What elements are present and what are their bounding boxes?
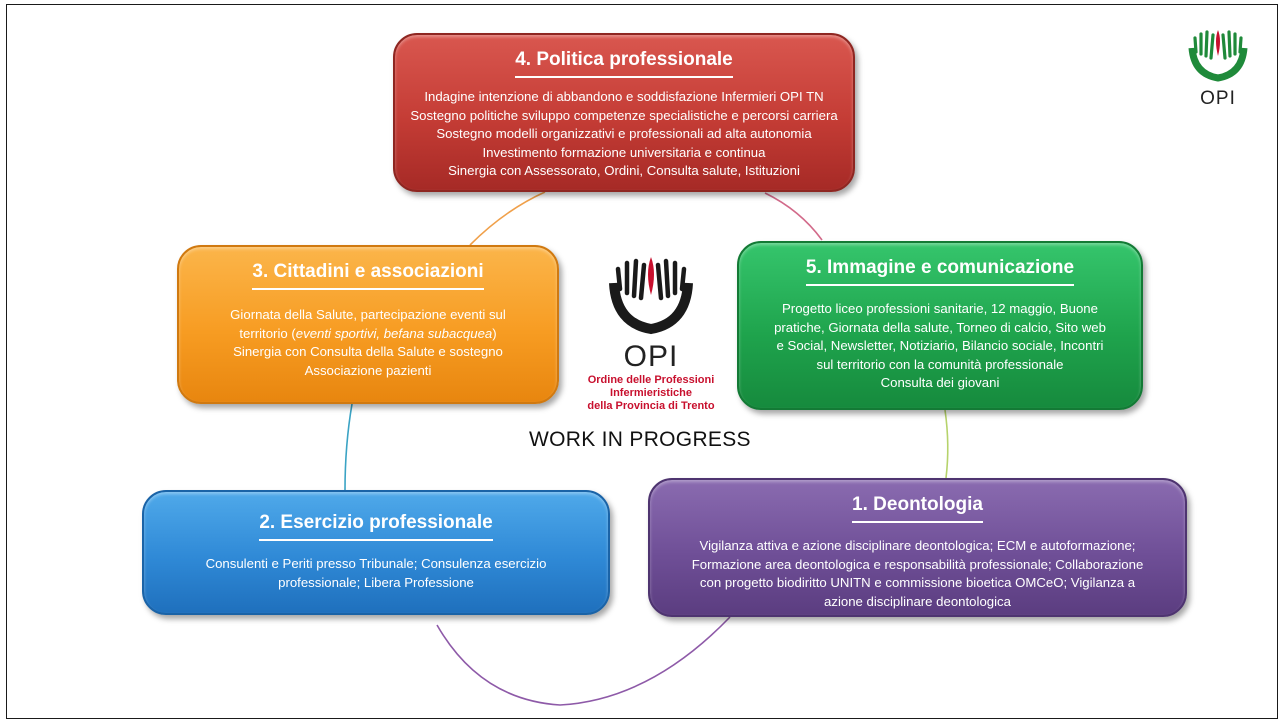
box-line: Vigilanza attiva e azione disciplinare d…: [699, 538, 1136, 553]
box-line: Sostegno modelli organizzativi e profess…: [436, 126, 812, 141]
box-line: e Social, Newsletter, Notiziario, Bilanc…: [776, 338, 1104, 353]
box-line: con progetto biodiritto UNITN e commissi…: [699, 575, 1136, 590]
logo-caption-line: Infermieristiche: [610, 387, 692, 399]
box-line: Indagine intenzione di abbandono e soddi…: [424, 89, 824, 104]
arc-politica-immagine: [764, 192, 823, 241]
work-in-progress-label: WORK IN PROGRESS: [529, 428, 751, 451]
box-title: 1. Deontologia: [852, 494, 983, 523]
box-line: pratiche, Giornata della salute, Torneo …: [774, 319, 1106, 335]
box-body: Vigilanza attiva e azione disciplinare d…: [650, 537, 1185, 611]
opi-hands-icon: [609, 257, 693, 335]
box-line: territorio (eventi sportivi, befana suba…: [187, 325, 549, 344]
opi-hands-icon: [1188, 30, 1248, 82]
box-line: Consulenti e Periti presso Tribunale; Co…: [205, 556, 547, 571]
box-line: professionale; Libera Professione: [278, 574, 474, 590]
box-body: Progetto liceo professioni sanitarie, 12…: [739, 300, 1141, 393]
box-line: sul territorio con la comunità professio…: [816, 356, 1064, 372]
logo-caption: Ordine delle Professioni Infermieristich…: [578, 374, 724, 413]
box-line-italic: eventi sportivi, befana subacquea: [295, 325, 493, 341]
arc-cittadini-politica: [469, 191, 546, 246]
box-line: Sinergia con Assessorato, Ordini, Consul…: [448, 163, 800, 178]
box-title: 5. Immagine e comunicazione: [805, 257, 1075, 286]
box-line: Consulta dei giovani: [880, 375, 1000, 390]
arc-esercizio-cittadini: [344, 403, 353, 491]
box-body: Consulenti e Periti presso Tribunale; Co…: [144, 555, 608, 592]
box-line-text: territorio (: [239, 325, 296, 341]
opi-logo-text: OPI: [1200, 88, 1236, 109]
box-cittadini-associazioni: 3. Cittadini e associazioni Giornata del…: [177, 245, 559, 404]
box-title: 4. Politica professionale: [515, 49, 733, 78]
opi-logo-corner: OPI: [1186, 26, 1250, 110]
box-line: Formazione area deontologica e responsab…: [691, 556, 1144, 572]
box-title: 2. Esercizio professionale: [259, 512, 493, 541]
logo-caption-line: della Provincia di Trento: [587, 400, 715, 412]
arc-deontologia-esercizio: [436, 616, 731, 706]
box-line: Associazione pazienti: [304, 362, 432, 378]
opi-logo-text: OPI: [623, 340, 679, 373]
slide-frame: [6, 4, 1278, 719]
arc-immagine-deontologia: [944, 409, 949, 479]
logo-caption-line: Ordine delle Professioni: [587, 374, 715, 386]
box-line: Sinergia con Consulta della Salute e sos…: [233, 344, 503, 359]
box-politica-professionale: 4. Politica professionale Indagine inten…: [393, 33, 855, 192]
box-line: Progetto liceo professioni sanitarie, 12…: [782, 301, 1098, 316]
box-body: Giornata della Salute, partecipazione ev…: [179, 306, 557, 380]
box-line: Investimento formazione universitaria e …: [482, 144, 766, 160]
box-immagine-comunicazione: 5. Immagine e comunicazione Progetto lic…: [737, 241, 1143, 410]
box-line: Giornata della Salute, partecipazione ev…: [230, 307, 506, 322]
box-line: azione disciplinare deontologica: [824, 593, 1011, 609]
box-line: Sostegno politiche sviluppo competenze s…: [410, 107, 838, 123]
box-body: Indagine intenzione di abbandono e soddi…: [395, 88, 853, 181]
box-line-text: ): [492, 325, 497, 341]
opi-logo-center: OPI Ordine delle Professioni Infermieris…: [578, 253, 724, 413]
box-deontologia: 1. Deontologia Vigilanza attiva e azione…: [648, 478, 1187, 617]
box-esercizio-professionale: 2. Esercizio professionale Consulenti e …: [142, 490, 610, 615]
box-title: 3. Cittadini e associazioni: [252, 261, 484, 290]
